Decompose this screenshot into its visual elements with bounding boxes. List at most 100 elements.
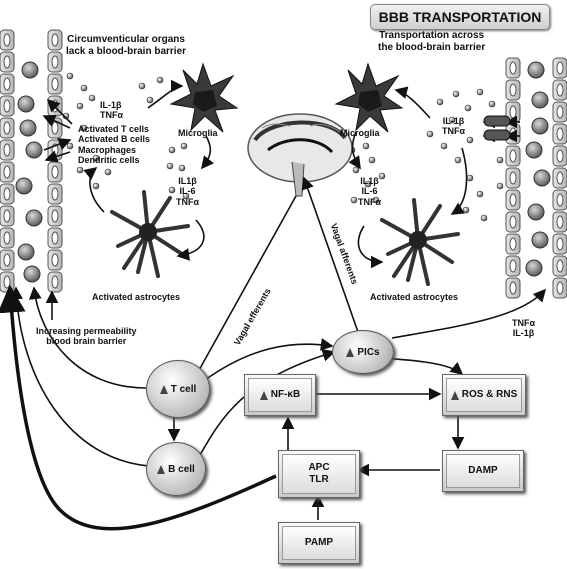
cell-nucleus xyxy=(556,127,564,141)
cell-nucleus xyxy=(51,275,59,289)
left-title-line2: lack a blood-brain barrier xyxy=(66,45,187,57)
microglia-right-icon xyxy=(334,62,404,133)
left-blood-vessel xyxy=(0,29,63,293)
damp-label: DAMP xyxy=(468,465,498,476)
cytokine-dot xyxy=(104,168,112,176)
red-blood-cell xyxy=(25,209,43,227)
cell-nucleus xyxy=(556,83,564,97)
cell-nucleus xyxy=(556,237,564,251)
cell-nucleus xyxy=(556,105,564,119)
red-blood-cell xyxy=(527,203,545,221)
cytokine-dot xyxy=(166,162,174,170)
cytokine-dot xyxy=(466,136,474,144)
cytokine-dot xyxy=(496,182,504,190)
right-title-line2: the blood-brain barrier xyxy=(378,41,486,53)
pamp-box: PAMP xyxy=(278,522,360,564)
cytokine-dot xyxy=(496,156,504,164)
cytokine-dot xyxy=(480,214,488,222)
right-mg-il1b: IL1β xyxy=(360,176,379,186)
red-blood-cell xyxy=(531,117,549,135)
brain-icon xyxy=(247,113,353,197)
left-mg-il1b: IL1β xyxy=(178,176,197,186)
transport-il1b: IL-1β xyxy=(512,328,535,339)
cell-nucleus xyxy=(509,237,517,251)
cytokine-dot xyxy=(368,156,376,164)
b-cell-node: B cell xyxy=(146,442,206,496)
cell-nucleus xyxy=(3,143,11,157)
right-mg-il6: IL-6 xyxy=(361,186,378,197)
up-arrow-icon xyxy=(346,347,355,357)
ros-rns-label: ROS & RNS xyxy=(461,389,518,400)
cytokine-dot xyxy=(466,174,474,182)
cell-nucleus xyxy=(3,77,11,91)
b-cell-label: B cell xyxy=(168,463,195,475)
tlr-label: TLR xyxy=(309,474,329,485)
cytokine-dot xyxy=(76,166,84,174)
cytokine-dot xyxy=(168,186,176,194)
red-blood-cell xyxy=(21,61,39,79)
left-panel-arrows xyxy=(42,79,214,261)
cell-nucleus xyxy=(509,193,517,207)
cytokine-dot xyxy=(168,146,176,154)
cytokine-dot xyxy=(88,94,96,102)
cytokine-dot xyxy=(92,154,100,162)
left-mg-tnfa: TNFα xyxy=(176,196,200,207)
cytokine-dot xyxy=(448,116,456,124)
cell-nucleus xyxy=(3,55,11,69)
right-cytokine-tnfa: TNFα xyxy=(442,126,466,137)
right-title-line1: Transportation across xyxy=(379,30,485,41)
cytokine-dot xyxy=(362,142,370,150)
cytokine-dot xyxy=(476,88,484,96)
cell-nucleus xyxy=(556,193,564,207)
pics-node: PICs xyxy=(332,330,394,374)
cell-activated-b: Activated B cells xyxy=(78,134,151,145)
cell-nucleus xyxy=(51,33,59,47)
cytokine-dot xyxy=(66,72,74,80)
cell-nucleus xyxy=(509,149,517,163)
left-mg-il6: IL-6 xyxy=(179,186,196,197)
bbb-transporters xyxy=(483,115,511,141)
left-microglia-cytokines: IL1β IL-6 TNFα xyxy=(176,176,199,207)
cytokine-dot xyxy=(350,196,358,204)
cytokine-dot xyxy=(372,196,380,204)
cytokine-dot xyxy=(452,90,460,98)
cell-nucleus xyxy=(556,61,564,75)
left-cytokine-il1b: IL-1β xyxy=(100,100,122,110)
red-blood-cell xyxy=(17,243,35,261)
red-blood-cell xyxy=(17,95,35,113)
cell-nucleus xyxy=(51,187,59,201)
transport-tnfa: TNFα xyxy=(512,318,536,328)
transport-cytokines: TNFα IL-1β xyxy=(512,318,535,339)
cell-nucleus xyxy=(51,253,59,267)
red-blood-cell xyxy=(25,141,43,159)
red-blood-cell xyxy=(15,177,33,195)
cytokine-dot xyxy=(426,130,434,138)
cytokine-dot xyxy=(464,104,472,112)
cell-nucleus xyxy=(3,275,11,289)
left-title-line1: Circumventicular organs xyxy=(67,34,185,45)
cytokine-dot xyxy=(182,192,190,200)
apc-label: APC xyxy=(308,462,330,473)
cytokine-dot xyxy=(156,76,164,84)
left-title: Circumventicular organs lack a blood-bra… xyxy=(66,34,186,57)
cell-nucleus xyxy=(51,55,59,69)
cell-nucleus xyxy=(51,209,59,223)
cell-nucleus xyxy=(3,209,11,223)
red-blood-cell xyxy=(23,265,41,283)
cell-nucleus xyxy=(51,165,59,179)
astrocyte-left-icon xyxy=(110,190,190,278)
cytokine-dot xyxy=(476,190,484,198)
cell-nucleus xyxy=(509,259,517,273)
cell-nucleus xyxy=(3,231,11,245)
right-astrocytes-label: Activated astrocytes xyxy=(370,292,459,302)
t-cell-node: T cell xyxy=(146,360,210,418)
cell-nucleus xyxy=(556,215,564,229)
cytokine-dot xyxy=(462,206,470,214)
cytokine-dot xyxy=(138,82,146,90)
left-immune-cell-list: Activated T cells Activated B cells Macr… xyxy=(78,124,150,165)
cell-nucleus xyxy=(3,187,11,201)
cell-macrophages: Macrophages xyxy=(78,144,137,155)
cell-nucleus xyxy=(556,281,564,295)
red-blood-cell xyxy=(531,231,549,249)
